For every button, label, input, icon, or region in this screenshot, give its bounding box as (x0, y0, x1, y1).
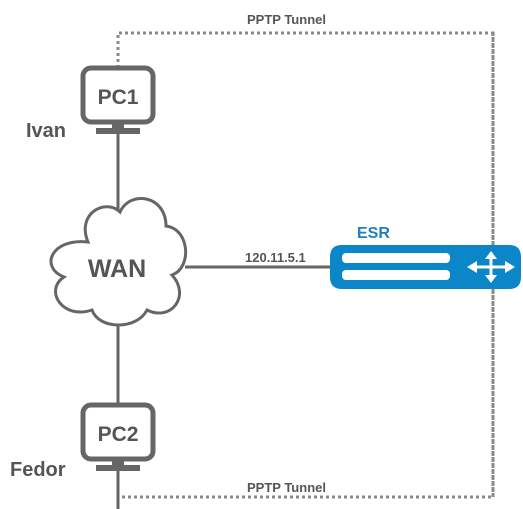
wan-label: WAN (88, 255, 146, 283)
pc2-icon[interactable]: PC2 (80, 402, 156, 471)
tunnel-bottom-label: PPTP Tunnel (247, 480, 326, 495)
pc2-screen-label: PC2 (98, 423, 139, 446)
pc1-stand (112, 122, 124, 129)
pc2-stand (112, 459, 124, 466)
router-label: ESR (357, 225, 390, 242)
wan-cloud-shape (49, 197, 187, 327)
pc1-base (96, 128, 140, 134)
router-port-bottom (342, 270, 450, 280)
pc1-icon[interactable]: PC1 (80, 65, 156, 134)
router-port-top (342, 253, 450, 263)
wan-cloud-icon[interactable]: WAN (49, 197, 187, 327)
router-ip-label: 120.11.5.1 (245, 250, 306, 265)
router-arrows-icon (467, 251, 515, 283)
pc1-user-label: Ivan (26, 120, 66, 142)
esr-router-icon[interactable] (330, 245, 521, 289)
tunnel-top-label: PPTP Tunnel (247, 12, 326, 27)
pc2-user-label: Fedor (10, 459, 66, 481)
pc2-base (96, 465, 140, 471)
connection-links (116, 133, 330, 509)
pc1-screen-label: PC1 (98, 86, 139, 109)
